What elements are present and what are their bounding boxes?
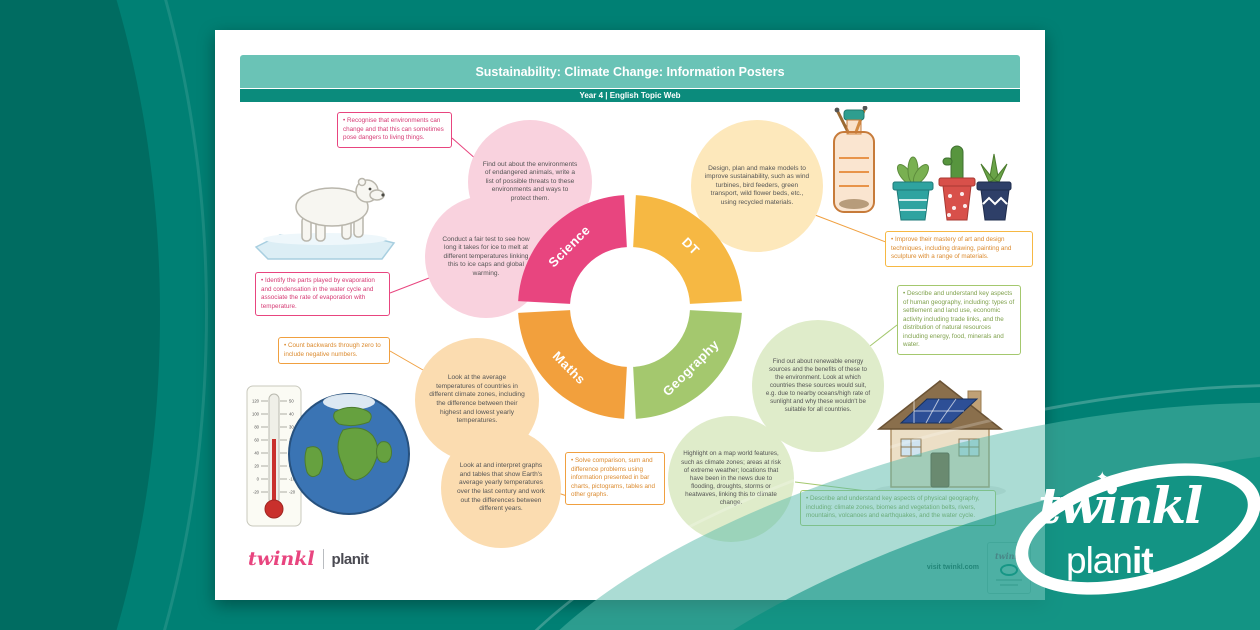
svg-text:120: 120 — [252, 399, 260, 404]
succulent-pots-illustration — [892, 145, 1012, 221]
activity-text: Design, plan and make models to improve … — [704, 164, 810, 206]
objective-box-dt: Improve their mastery of art and design … — [885, 231, 1033, 267]
activity-text: Find out about the environments of endan… — [482, 160, 578, 202]
svg-text:80: 80 — [254, 425, 259, 430]
objective-box-science-1: Recognise that environments can change a… — [337, 112, 452, 148]
activity-text: Highlight on a map world features, such … — [681, 450, 781, 507]
activity-text: Look at and interpret graphs and tables … — [457, 462, 545, 513]
page-title: Sustainability: Climate Change: Informat… — [240, 55, 1020, 88]
thermometer-illustration: 120 100 80 60 40 20 0 -20 50 40 30 20 10… — [246, 385, 302, 527]
svg-text:50: 50 — [289, 399, 294, 404]
objective-box-science-2: Identify the parts played by evaporation… — [255, 272, 390, 316]
page-subtitle: Year 4 | English Topic Web — [240, 89, 1020, 102]
footer-brand: twinkl planit — [248, 548, 369, 570]
svg-text:100: 100 — [252, 412, 260, 417]
svg-text:20: 20 — [254, 464, 259, 469]
svg-text:-10: -10 — [289, 477, 296, 482]
activity-bubble-dt: Design, plan and make models to improve … — [691, 120, 823, 252]
objective-box-maths-1: Count backwards through zero to include … — [278, 337, 390, 364]
svg-text:40: 40 — [289, 412, 294, 417]
twinkl-wordmark: twinkl — [248, 548, 315, 570]
svg-text:40: 40 — [254, 451, 259, 456]
objective-box-maths-2: Solve comparison, sum and difference pro… — [565, 452, 665, 505]
background-curve-line — [0, 0, 208, 630]
activity-bubble-geography-1: Find out about renewable energy sources … — [752, 320, 884, 452]
planit-logo-plan: plan — [1066, 540, 1133, 581]
donut-segment-dt — [633, 195, 742, 304]
twinkl-logo: twinkl — [1038, 476, 1203, 535]
activity-text: Conduct a fair test to see how long it t… — [442, 235, 530, 277]
bottle-planter-illustration — [833, 106, 875, 213]
donut-segment-maths — [518, 310, 627, 419]
svg-text:0: 0 — [257, 477, 260, 482]
donut-segment-science — [518, 195, 627, 304]
svg-text:-20: -20 — [289, 490, 296, 495]
subject-donut: Science DT Geography Maths — [518, 195, 742, 419]
page-header: Sustainability: Climate Change: Informat… — [240, 55, 1020, 102]
donut-segment-geography — [633, 310, 742, 419]
activity-text: Find out about renewable energy sources … — [765, 357, 871, 414]
svg-text:60: 60 — [254, 438, 259, 443]
planit-logo-it: it — [1131, 540, 1154, 581]
logo-star-icon: ✦ — [1096, 469, 1109, 486]
svg-text:-20: -20 — [253, 490, 260, 495]
polar-bear-illustration — [254, 177, 396, 260]
activity-bubble-maths-2: Look at and interpret graphs and tables … — [441, 428, 561, 548]
objective-box-geography-1: Describe and understand key aspects of h… — [897, 285, 1021, 355]
footer-divider — [322, 549, 324, 569]
svg-text:30: 30 — [289, 425, 294, 430]
planit-logo: planit — [1066, 540, 1154, 582]
planit-wordmark: planit — [331, 550, 370, 568]
earth-globe-illustration — [288, 393, 410, 515]
activity-text: Look at the average temperatures of coun… — [429, 374, 525, 425]
